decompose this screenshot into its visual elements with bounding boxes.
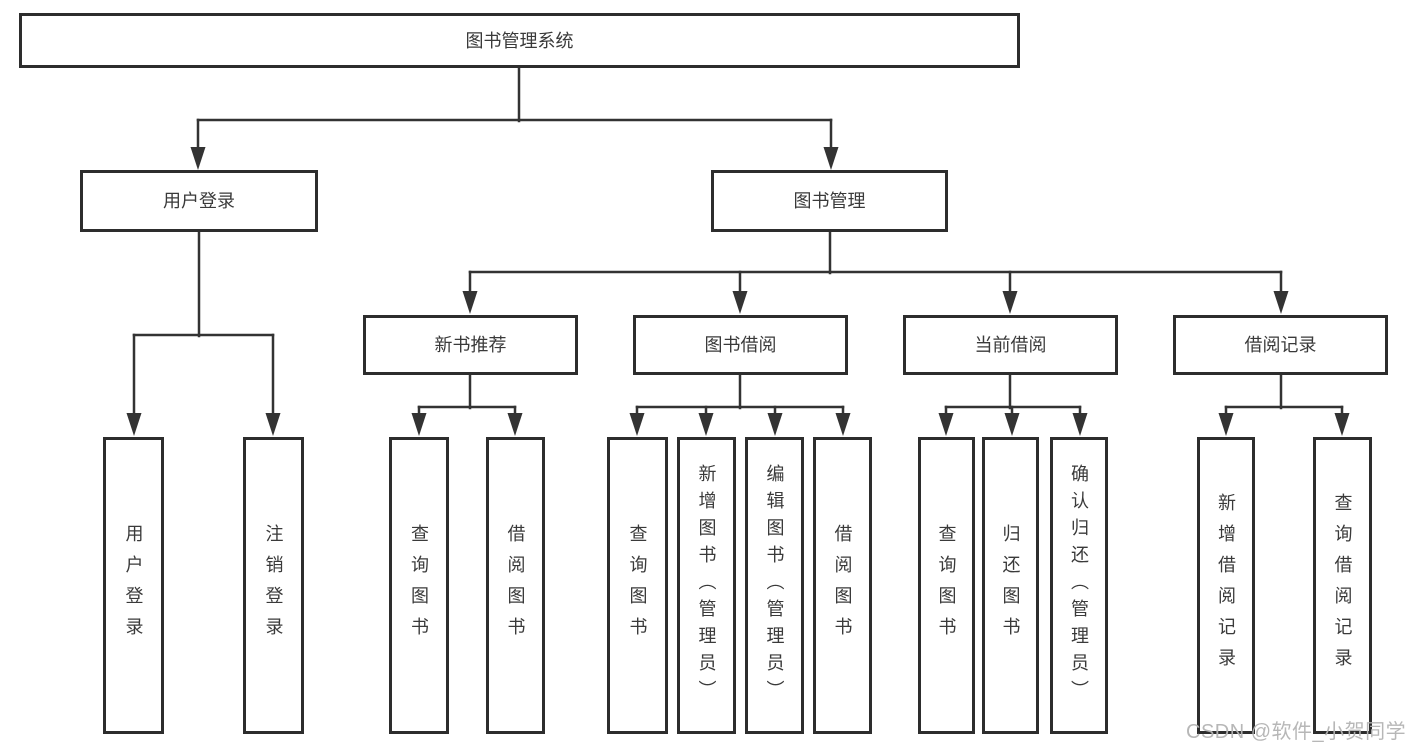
node-action-query-books-recommend-label: 查询图书 (409, 523, 429, 648)
node-borrow-records: 借阅记录 (1173, 315, 1388, 375)
node-action-add-borrow-record: 新增借阅记录 (1197, 437, 1255, 734)
node-action-add-books-admin-label: 新增图书（管理员） (696, 464, 717, 707)
watermark: CSDN @软件_小贺同学 (1186, 721, 1405, 743)
node-book-management-module: 图书管理 (711, 170, 948, 232)
node-action-user-login-label: 用户登录 (123, 523, 144, 648)
arrowheads (126, 147, 1350, 436)
node-action-query-borrow-record-label: 查询借阅记录 (1332, 492, 1353, 679)
node-current-borrow-label: 当前借阅 (974, 335, 1047, 355)
node-action-add-borrow-record-label: 新增借阅记录 (1216, 492, 1236, 679)
node-action-edit-books-admin: 编辑图书（管理员） (745, 437, 804, 734)
node-new-book-recommend-label: 新书推荐 (434, 335, 507, 355)
node-action-query-borrow-record: 查询借阅记录 (1313, 437, 1372, 734)
node-root: 图书管理系统 (19, 13, 1020, 68)
node-action-borrow-books-label: 借阅图书 (832, 523, 853, 648)
node-action-borrow-books-recommend: 借阅图书 (486, 437, 545, 734)
node-action-query-books-borrow: 查询图书 (607, 437, 668, 734)
node-action-return-books-label: 归还图书 (1000, 523, 1021, 648)
node-book-borrow: 图书借阅 (633, 315, 848, 375)
node-action-borrow-books: 借阅图书 (813, 437, 872, 734)
node-borrow-records-label: 借阅记录 (1244, 335, 1317, 355)
node-new-book-recommend: 新书推荐 (363, 315, 578, 375)
node-action-logout: 注销登录 (243, 437, 304, 734)
node-action-logout-label: 注销登录 (263, 523, 284, 648)
node-root-label: 图书管理系统 (465, 30, 574, 51)
node-action-add-books-admin: 新增图书（管理员） (677, 437, 736, 734)
node-action-edit-books-admin-label: 编辑图书（管理员） (764, 464, 785, 707)
node-current-borrow: 当前借阅 (903, 315, 1118, 375)
node-book-borrow-label: 图书借阅 (704, 335, 777, 355)
node-action-return-books: 归还图书 (982, 437, 1039, 734)
node-action-borrow-books-recommend-label: 借阅图书 (505, 523, 526, 648)
node-action-query-books-borrow-label: 查询图书 (627, 523, 648, 648)
node-action-confirm-return-admin-label: 确认归还（管理员） (1069, 464, 1089, 707)
node-user-login-module-label: 用户登录 (163, 191, 235, 211)
node-action-confirm-return-admin: 确认归还（管理员） (1050, 437, 1108, 734)
node-user-login-module: 用户登录 (80, 170, 318, 232)
node-action-query-books-current-label: 查询图书 (936, 523, 957, 648)
node-book-management-module-label: 图书管理 (793, 191, 866, 211)
node-action-user-login: 用户登录 (103, 437, 164, 734)
node-action-query-books-recommend: 查询图书 (389, 437, 449, 734)
node-action-query-books-current: 查询图书 (918, 437, 975, 734)
